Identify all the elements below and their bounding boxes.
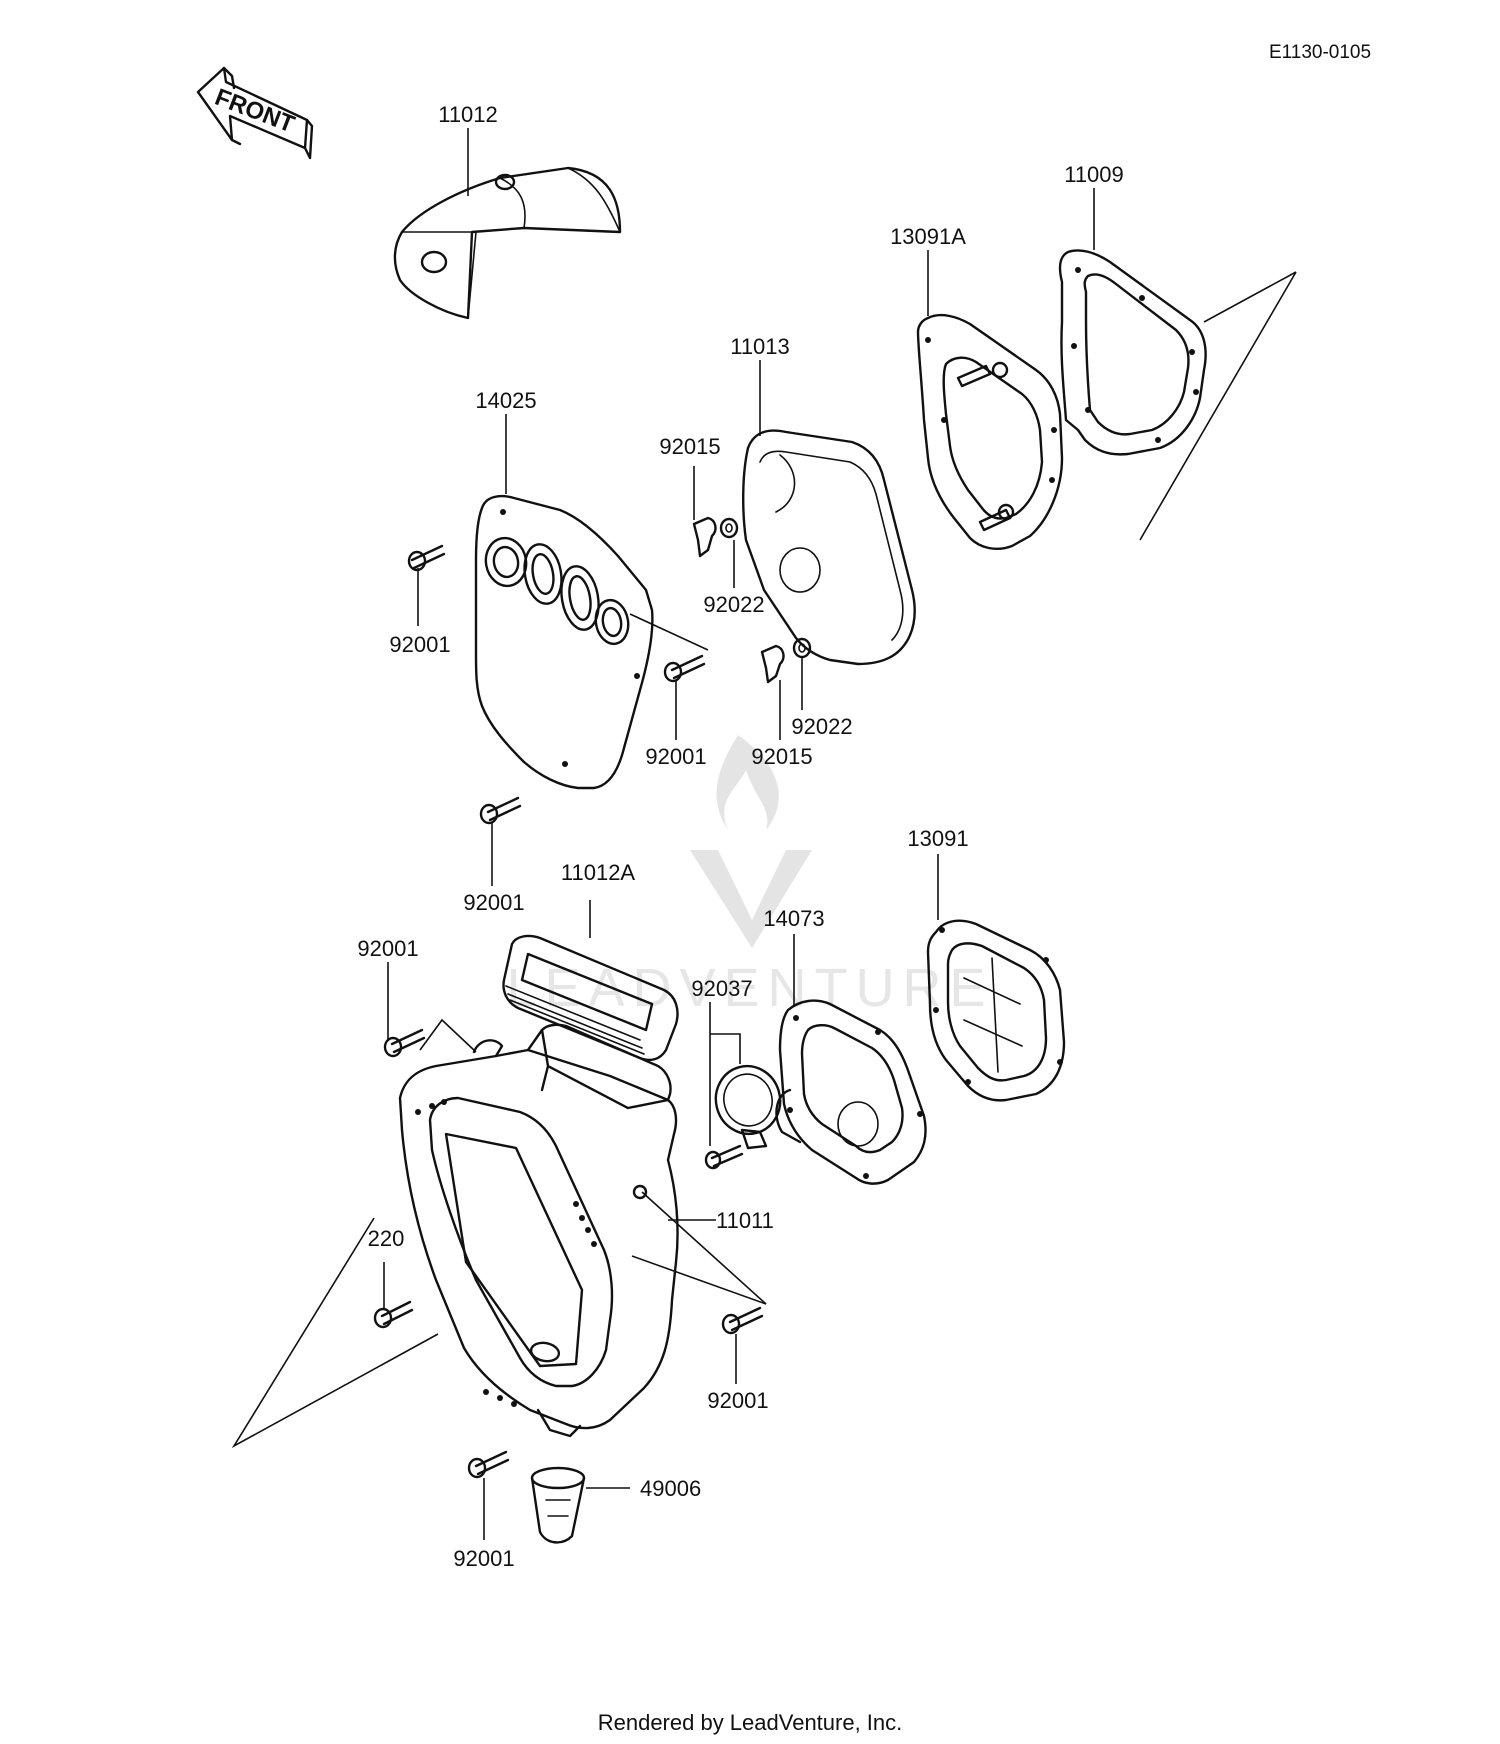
callout-92001-mid: 92001 <box>463 890 524 915</box>
watermark-flame-icon <box>716 735 779 830</box>
callout-92022-lower: 92022 <box>791 714 852 739</box>
callout-92015-upper: 92015 <box>659 434 720 459</box>
bolt-92037-clamp-screw <box>704 1144 744 1170</box>
diagram-code: E1130-0105 <box>1269 42 1371 63</box>
bolt-220 <box>373 1300 414 1329</box>
bolt-92001-mid <box>479 796 522 825</box>
watermark-text: LEADVENTURE <box>506 958 993 1018</box>
part-11012-cover <box>393 166 622 320</box>
footer-credit: Rendered by LeadVenture, Inc. <box>598 1710 903 1735</box>
callout-92001-left: 92001 <box>389 632 450 657</box>
part-11013-filter <box>742 429 916 666</box>
callout-13091a: 13091A <box>890 224 966 249</box>
part-92015-upper <box>692 516 717 558</box>
callout-11009: 11009 <box>1064 162 1124 187</box>
part-13091a-frame <box>916 313 1064 550</box>
callout-92015-lower: 92015 <box>751 744 812 769</box>
bolt-92001-box <box>383 1028 426 1058</box>
callout-92001-right: 92001 <box>707 1388 768 1413</box>
part-92022-lower <box>792 637 812 659</box>
part-14073-holder <box>775 999 927 1185</box>
callout-92022-upper: 92022 <box>703 592 764 617</box>
callout-11012a: 11012A <box>561 860 636 885</box>
callout-11013: 11013 <box>730 334 790 359</box>
bolt-92001-bottom <box>467 1450 510 1479</box>
callout-92037: 92037 <box>691 976 752 1001</box>
bolt-92001-cover <box>663 654 706 683</box>
callout-13091: 13091 <box>907 826 968 851</box>
part-49006-drain <box>530 1466 586 1544</box>
callout-92001-box: 92001 <box>357 936 418 961</box>
part-11012a-gasket <box>502 934 679 1062</box>
bolt-92001-right <box>721 1306 764 1335</box>
callout-49006: 49006 <box>640 1476 701 1501</box>
callout-labels: 11012 11009 13091A 11013 14025 92015 920… <box>357 102 1123 1571</box>
callout-220: 220 <box>368 1226 405 1251</box>
part-92037-clamp <box>714 1064 782 1150</box>
bolt-92001-left <box>407 544 446 572</box>
front-arrow: FRONT <box>196 66 314 160</box>
callout-11011: 11011 <box>716 1208 774 1233</box>
callout-92001-cover: 92001 <box>645 744 706 769</box>
callout-14025: 14025 <box>475 388 536 413</box>
part-92015-lower <box>760 644 785 684</box>
watermark-v-icon <box>690 850 812 948</box>
part-92022-upper <box>719 517 739 539</box>
callout-14073: 14073 <box>763 906 824 931</box>
part-11011-airbox <box>398 1023 679 1438</box>
part-14025-cover <box>474 494 654 790</box>
leader-lines <box>231 128 1297 1540</box>
watermark: LEADVENTURE <box>506 735 993 1018</box>
callout-92001-bottom: 92001 <box>453 1546 514 1571</box>
part-13091-gasket <box>926 919 1066 1102</box>
part-11009-gasket <box>1058 249 1207 456</box>
callout-11012: 11012 <box>438 102 498 127</box>
